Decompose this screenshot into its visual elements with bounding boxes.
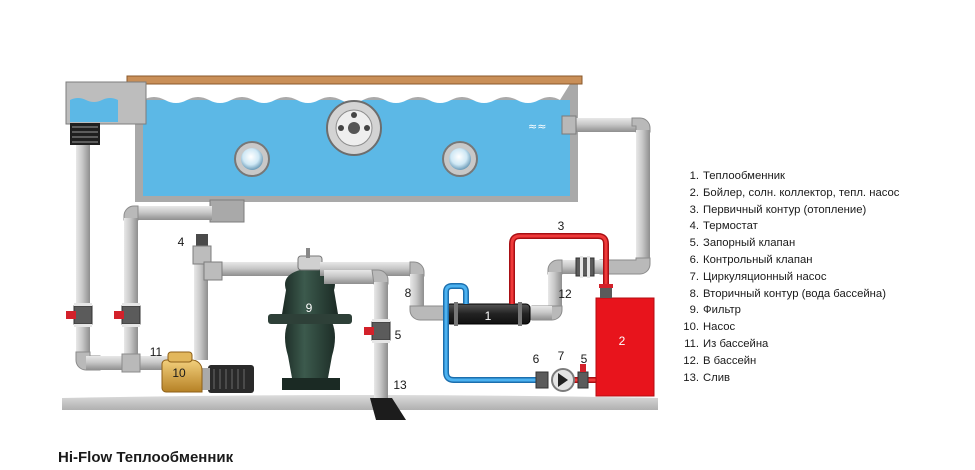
ground xyxy=(62,395,658,410)
water-splash-icon: ≈≈ xyxy=(528,120,546,133)
marker-12: 12 xyxy=(558,287,572,301)
marker-5-drain: 5 xyxy=(395,328,402,342)
filter-pump-icon xyxy=(161,359,203,393)
marker-7: 7 xyxy=(558,349,565,363)
drain-outlet xyxy=(370,398,406,420)
marker-6: 6 xyxy=(533,352,540,366)
boiler xyxy=(595,297,655,397)
marker-4: 4 xyxy=(178,235,185,249)
legend-item: 5.Запорный клапан xyxy=(689,237,796,250)
secondary-circuit-pipe xyxy=(443,283,536,383)
skimmer-valve-handle-icon[interactable] xyxy=(66,311,76,319)
marker-8: 8 xyxy=(405,286,412,300)
drain-valve-body xyxy=(371,321,391,341)
pool-water-surface xyxy=(143,84,570,103)
marker-13: 13 xyxy=(393,378,407,392)
legend-item: 2.Бойлер, солн. коллектор, тепл. насос xyxy=(689,186,900,199)
marker-11: 11 xyxy=(150,345,163,359)
diagram-caption: Hi-Flow Теплообменник xyxy=(58,449,234,466)
shutoff-valve-handle-icon[interactable] xyxy=(580,364,586,372)
legend-item: 13.Слив xyxy=(683,371,731,384)
legend-item: 3.Первичный контур (отопление) xyxy=(689,203,867,216)
skimmer-valve-body xyxy=(73,305,93,325)
legend-item: 1.Теплообменник xyxy=(689,170,785,182)
pool-heating-diagram: ≈≈ xyxy=(62,75,658,420)
thermostat-icon xyxy=(196,234,208,248)
marker-9: 9 xyxy=(306,301,313,315)
return-check-valve-icon xyxy=(575,257,595,277)
legend-item: 12.В бассейн xyxy=(683,354,757,367)
legend-item: 10.Насос xyxy=(683,321,736,334)
legend-item: 7.Циркуляционный насос xyxy=(689,270,827,283)
marker-3: 3 xyxy=(558,219,565,233)
marker-2: 2 xyxy=(619,334,626,348)
pool-deck xyxy=(126,75,583,85)
marker-10: 10 xyxy=(172,366,186,380)
marker-1: 1 xyxy=(485,309,492,323)
legend-item: 11.Из бассейна xyxy=(684,337,769,350)
legend-item: 6.Контрольный клапан xyxy=(689,253,813,266)
main-drain-valve-body xyxy=(121,305,141,325)
skimmer-water xyxy=(70,98,118,122)
drain-valve-handle-icon[interactable] xyxy=(364,327,374,335)
marker-5-primary: 5 xyxy=(581,352,588,366)
check-valve-icon xyxy=(535,371,549,389)
boiler-valve-handle-icon[interactable] xyxy=(599,284,613,288)
legend-item: 9.Фильтр xyxy=(689,304,741,317)
shutoff-valve-body xyxy=(577,371,589,389)
legend: 1.Теплообменник 2.Бойлер, солн. коллекто… xyxy=(679,168,899,386)
skimmer-basket-icon xyxy=(70,123,100,145)
legend-item: 8.Вторичный контур (вода бассейна) xyxy=(689,287,886,300)
legend-item: 4.Термостат xyxy=(689,220,758,233)
main-drain-valve-handle-icon[interactable] xyxy=(114,311,124,319)
